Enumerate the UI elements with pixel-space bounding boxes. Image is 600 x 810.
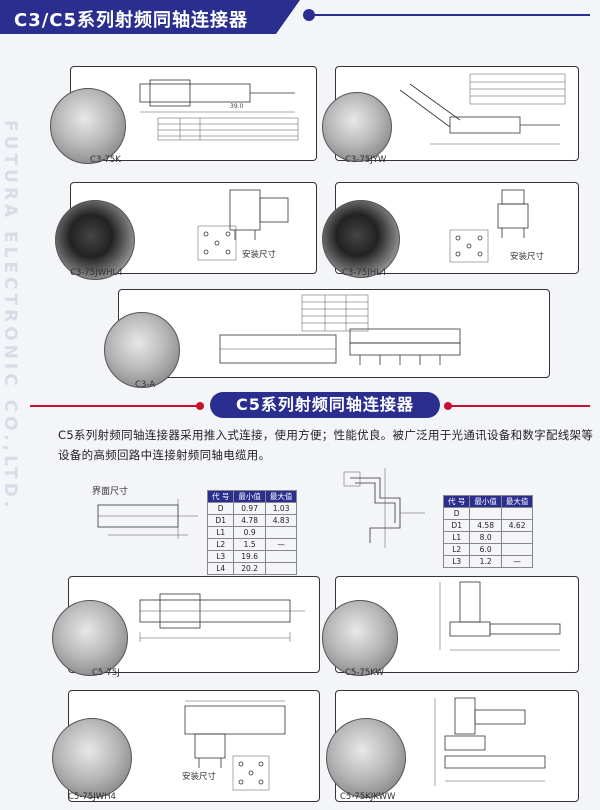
c5-right-dot (444, 402, 452, 410)
table-cell: D (442, 507, 471, 520)
c5-75j-photo (52, 600, 128, 676)
table-cell: 1.2 (469, 555, 502, 568)
table-header: 最小值 (469, 495, 502, 508)
c5-section-header: C5系列射频同轴连接器 (30, 392, 590, 418)
table-cell: L3 (206, 550, 235, 563)
c3-75k-drawing (139, 79, 299, 141)
c3-75k-caption: C3-75K (90, 155, 121, 165)
table-cell: 20.2 (233, 562, 266, 575)
c3-75jyw-drawing (399, 73, 566, 145)
c5-75kw-caption: C5-75KW (345, 668, 384, 678)
c5-right-rule (450, 405, 590, 407)
table-cell: 6.0 (469, 543, 502, 556)
table-cell: — (264, 538, 298, 551)
c5-75jwh4-install-label: 安装尺寸 (182, 772, 217, 782)
table-cell: L1 (206, 526, 235, 539)
c5-left-dot (196, 402, 204, 410)
c5-cross-section-drawing (343, 468, 425, 548)
c5-interface-drawing (97, 499, 198, 539)
c5-75kjkww-photo (326, 718, 406, 798)
c5-75kw-photo (322, 600, 398, 676)
c5-75jwh4-caption: C5-75JWH4 (68, 792, 116, 802)
c5-75j-drawing (139, 593, 305, 642)
table-cell (264, 526, 298, 539)
c3-75jhl4-photo (322, 200, 400, 278)
table-cell: 19.6 (233, 550, 266, 563)
table-cell (500, 543, 534, 556)
c3-75jyw-caption: C3-75JYW (345, 155, 387, 165)
table-cell: 4.83 (264, 514, 298, 527)
c3-a-drawing (219, 294, 461, 365)
c5-75j-caption: C5-75J (92, 668, 120, 678)
table-header: 代 号 (442, 495, 471, 508)
table-header: 最大值 (264, 490, 298, 503)
table-cell (264, 550, 298, 563)
table-cell (264, 562, 298, 575)
table-cell: 8.0 (469, 531, 502, 544)
c3-75jwhl4-photo (55, 200, 135, 280)
c5-75jwh4-drawing (184, 700, 286, 791)
c5-75jwh4-photo (52, 718, 132, 798)
table-cell (500, 507, 534, 520)
header-dot (303, 9, 315, 21)
c5-75kjkww-drawing (434, 697, 546, 786)
c3-75k-photo (50, 88, 126, 164)
c5-section-title: C5系列射频同轴连接器 (210, 392, 440, 418)
table-cell: L4 (206, 562, 235, 575)
c3-75jhl4-caption: C3-75JHL4 (342, 268, 387, 278)
c5-75kw-drawing (439, 581, 561, 651)
c5-description: C5系列射频同轴连接器采用推入式连接，使用方便；性能优良。被广泛用于光通讯设备和… (58, 428, 594, 462)
table-cell: L2 (206, 538, 235, 551)
interface-label: 界面尺寸 (92, 487, 129, 497)
page-title: C3/C5系列射频同轴连接器 (14, 10, 249, 31)
c5-left-rule (30, 405, 200, 407)
table-cell: — (500, 555, 534, 568)
table-cell: D1 (206, 514, 235, 527)
c3-75jhl4-install-label: 安装尺寸 (510, 252, 545, 262)
table-cell: 4.62 (500, 519, 534, 532)
table-cell: 0.97 (233, 502, 266, 515)
table-cell (500, 531, 534, 544)
table-cell: D1 (442, 519, 471, 532)
table-header: 代 号 (206, 490, 235, 503)
side-watermark-text: FUTURA ELECTRONIC CO.,LTD. (0, 120, 20, 512)
table-row: D (442, 507, 534, 520)
c3-a-photo (104, 312, 180, 388)
table-cell: L2 (442, 543, 471, 556)
c3-75jwhl4-caption: C3-75JWHL4 (70, 268, 123, 278)
header-rule (310, 14, 590, 16)
c3-75jwhl4-install-label: 安装尺寸 (242, 250, 277, 260)
c3-75jwhl4-drawing (197, 189, 289, 261)
table-header: 最小值 (233, 490, 266, 503)
table-cell: L1 (442, 531, 471, 544)
c5-75kjkww-caption: C5-75KJKWW (340, 792, 396, 802)
table-cell: 1.5 (233, 538, 266, 551)
header-banner (0, 0, 300, 34)
table-cell: D (206, 502, 235, 515)
table-header: 最大值 (500, 495, 534, 508)
c3-a-caption: C3-A (135, 380, 156, 390)
c3-75jyw-photo (322, 92, 392, 162)
c3-75k-dimension: 39.0 (230, 103, 244, 110)
table-cell: 0.9 (233, 526, 266, 539)
c3-75jhl4-drawing (449, 189, 529, 263)
table-cell: 1.03 (264, 502, 298, 515)
table-cell: 4.78 (233, 514, 266, 527)
table-cell (469, 507, 502, 520)
table-cell: L3 (442, 555, 471, 568)
table-cell: 4.58 (469, 519, 502, 532)
